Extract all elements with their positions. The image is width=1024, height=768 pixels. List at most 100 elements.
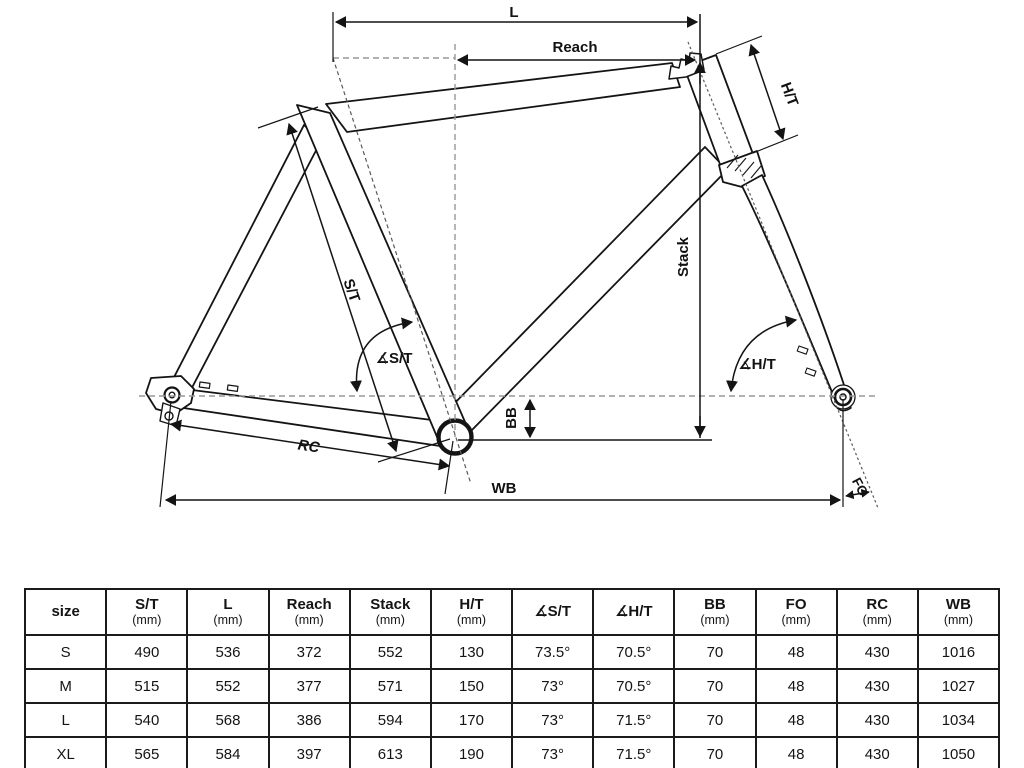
seat-tube-axis xyxy=(332,57,472,485)
cell: 48 xyxy=(754,634,838,670)
fork-eyelet xyxy=(796,345,809,355)
cell: 552 xyxy=(186,668,270,704)
col-header-angle-ht: ∡H/T xyxy=(592,588,676,636)
cell-size: XL xyxy=(23,736,108,768)
label-reach: Reach xyxy=(552,39,597,56)
col-header-bb: BB(mm) xyxy=(673,588,757,636)
col-unit: (mm) xyxy=(375,613,405,628)
label-stack: Stack xyxy=(675,236,692,277)
col-unit: (mm) xyxy=(456,613,487,628)
dimension-lines xyxy=(164,15,870,506)
col-unit: (mm) xyxy=(132,613,162,628)
cell: 552 xyxy=(348,634,432,670)
cell: 386 xyxy=(267,702,351,738)
cell: 613 xyxy=(348,736,432,768)
cell: 568 xyxy=(186,702,270,738)
cable-guide xyxy=(198,381,211,389)
cell: 594 xyxy=(348,702,432,738)
col-label: Stack xyxy=(370,595,411,613)
label-l: L xyxy=(509,4,518,21)
dim-angle-ht-arc xyxy=(726,315,798,393)
cell: 71.5° xyxy=(592,702,676,738)
col-unit: (mm) xyxy=(943,613,973,628)
cell: 1050 xyxy=(916,736,1001,768)
cell-size: L xyxy=(23,702,108,738)
cell: 1034 xyxy=(916,702,1001,738)
col-label: WB xyxy=(945,595,971,613)
cell: 70.5° xyxy=(592,668,676,704)
col-label: S/T xyxy=(135,595,159,613)
cell: 397 xyxy=(267,736,351,768)
col-header-ht: H/T(mm) xyxy=(429,588,514,636)
cell: 70.5° xyxy=(592,634,676,670)
cell: 130 xyxy=(429,634,514,670)
size-row-m: M 515 552 377 571 150 73° 70.5° 70 48 43… xyxy=(23,668,1001,704)
label-wb: WB xyxy=(492,480,517,497)
col-unit: (mm) xyxy=(294,613,324,628)
col-header-angle-st: ∡S/T xyxy=(511,588,595,636)
col-header-size: size xyxy=(23,588,108,636)
cell: 73° xyxy=(511,736,595,768)
cell: 584 xyxy=(186,736,270,768)
col-label: ∡H/T xyxy=(614,602,653,620)
col-label: BB xyxy=(704,595,726,613)
col-label: ∡S/T xyxy=(534,602,571,620)
steering-axis xyxy=(687,41,879,509)
col-unit: (mm) xyxy=(862,613,892,628)
cell: 515 xyxy=(105,668,189,704)
col-header-fo: FO(mm) xyxy=(754,588,838,636)
guide-lines xyxy=(139,41,879,509)
size-row-xl: XL 565 584 397 613 190 73° 71.5° 70 48 4… xyxy=(23,736,1001,768)
rear-axle-center xyxy=(168,391,176,399)
col-header-reach: Reach(mm) xyxy=(267,588,351,636)
cell: 430 xyxy=(835,634,919,670)
cell-size: M xyxy=(23,668,108,704)
top-tube xyxy=(325,62,681,133)
cell: 70 xyxy=(673,702,757,738)
cell: 48 xyxy=(754,668,838,704)
fork-eyelet xyxy=(804,367,817,377)
cell: 73° xyxy=(511,668,595,704)
cell: 48 xyxy=(754,702,838,738)
cell: 190 xyxy=(429,736,514,768)
cell: 540 xyxy=(105,702,189,738)
cell: 1016 xyxy=(916,634,1001,670)
cell: 377 xyxy=(267,668,351,704)
cell: 48 xyxy=(754,736,838,768)
cell: 430 xyxy=(835,736,919,768)
frame-geometry-diagram: L Reach H/T S/T ∡S/T Stack BB RC WB ∡H/T… xyxy=(139,4,879,509)
cell-size: S xyxy=(23,634,108,670)
cell: 70 xyxy=(673,736,757,768)
col-header-l: L(mm) xyxy=(186,588,270,636)
col-header-st: S/T(mm) xyxy=(105,588,189,636)
cell: 1027 xyxy=(916,668,1001,704)
col-label: L xyxy=(223,595,233,613)
col-header-rc: RC(mm) xyxy=(835,588,919,636)
cell: 536 xyxy=(186,634,270,670)
seat-tube xyxy=(296,104,470,445)
crown-hatching xyxy=(726,154,762,179)
cell: 490 xyxy=(105,634,189,670)
dim-st xyxy=(286,122,399,453)
cell: 73.5° xyxy=(511,634,595,670)
cell: 372 xyxy=(267,634,351,670)
col-label: Reach xyxy=(286,595,332,613)
cell: 70 xyxy=(673,634,757,670)
geometry-table: size S/T(mm) L(mm) Reach(mm) Stack(mm) H… xyxy=(23,588,1001,768)
cell: 73° xyxy=(511,702,595,738)
bike-frame-drawing xyxy=(145,52,856,456)
cell: 71.5° xyxy=(592,736,676,768)
label-rc: RC xyxy=(297,437,322,457)
cell: 571 xyxy=(348,668,432,704)
label-angle-st: ∡S/T xyxy=(376,350,413,367)
label-st: S/T xyxy=(339,277,363,305)
cell: 170 xyxy=(429,702,514,738)
cable-guide xyxy=(226,384,239,392)
cell: 565 xyxy=(105,736,189,768)
cell: 430 xyxy=(835,668,919,704)
label-bb: BB xyxy=(503,407,520,429)
col-label: FO xyxy=(785,595,807,613)
header-row: size S/T(mm) L(mm) Reach(mm) Stack(mm) H… xyxy=(23,588,1001,636)
col-unit: (mm) xyxy=(213,613,243,628)
